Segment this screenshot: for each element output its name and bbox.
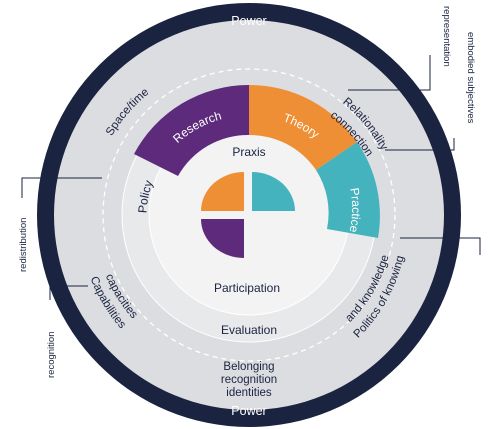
line-politics — [400, 237, 481, 255]
line-embodied — [385, 138, 455, 151]
power-label-bottom: Power — [231, 404, 266, 418]
dashed-ring — [102, 68, 396, 362]
connector-lines — [21, 55, 481, 300]
emblem-orange — [201, 172, 244, 211]
identities-label: identities — [226, 387, 272, 399]
segment-theory — [249, 84, 357, 170]
praxis-label: Praxis — [232, 145, 265, 159]
emblem-teal — [252, 172, 295, 211]
emblem-purple — [201, 219, 244, 258]
centre-emblem — [201, 172, 295, 258]
redistribution-label: redistribution — [18, 218, 29, 272]
power-label-top: Power — [231, 14, 266, 28]
recognition-ring-label: recognition — [221, 374, 277, 386]
segment-research — [134, 84, 249, 176]
participation-label: Participation — [214, 281, 280, 295]
line-redistribution — [21, 177, 102, 198]
embodied-subjectives-label: embodied subjectives — [465, 32, 476, 124]
belonging-label: Belonging — [223, 361, 274, 373]
line-representation — [348, 55, 431, 91]
evaluation-label: Evaluation — [221, 323, 277, 337]
segment-practice — [316, 142, 380, 238]
recognition-side-label: recognition — [46, 332, 57, 378]
line-recognition — [49, 285, 88, 300]
representation-label: representation — [441, 6, 452, 67]
practice-label: Practice — [346, 187, 363, 234]
